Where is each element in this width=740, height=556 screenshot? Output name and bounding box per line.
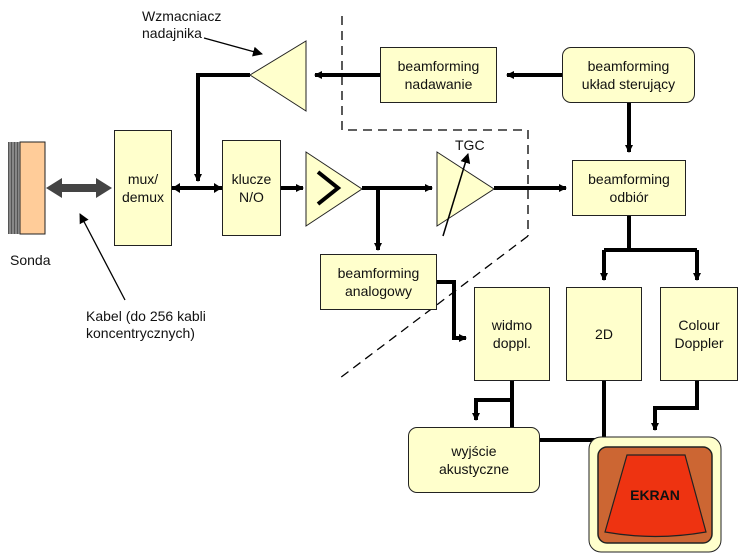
cable-double-arrow xyxy=(46,178,112,198)
audio-output-block: wyjście akustyczne xyxy=(408,427,540,493)
cable-label: Kabel (do 256 kabli koncentrycznych) xyxy=(86,308,206,341)
beamforming-control-block: beamforming układ sterujący xyxy=(562,47,695,103)
screen-display xyxy=(588,436,722,553)
doppler-spectrum-block: widmo doppl. xyxy=(474,287,550,381)
rx-split-lines xyxy=(604,215,697,252)
switches-block: klucze N/O xyxy=(222,140,281,236)
tgc-control-arrow xyxy=(442,153,471,237)
amplifier-label: Wzmacniacz nadajnika xyxy=(142,8,222,41)
probe-body xyxy=(19,141,46,235)
probe xyxy=(8,141,46,235)
dashed-boundary-diagonal xyxy=(339,235,529,379)
colour-to-screen-arrow xyxy=(651,380,699,431)
mode-2d-block: 2D xyxy=(566,287,642,381)
tgc-label: TGC xyxy=(455,137,485,153)
mux-demux-block: mux/ demux xyxy=(114,130,172,246)
amplifier-pointer-arrow xyxy=(203,37,263,57)
colour-doppler-block: Colour Doppler xyxy=(660,287,738,381)
probe-label: Sonda xyxy=(10,252,51,268)
cable-pointer-arrow xyxy=(79,213,126,301)
amp-to-switch-arrow xyxy=(194,73,250,182)
scan-sector xyxy=(604,454,707,538)
beamforming-transmit-block: beamforming nadawanie xyxy=(380,47,497,103)
lna-symbol xyxy=(316,170,342,206)
beamforming-analog-block: beamforming analogowy xyxy=(320,254,437,310)
transmit-amplifier xyxy=(249,40,307,112)
mux-switch-left-head xyxy=(172,183,180,193)
screen-label: EKRAN xyxy=(630,487,680,503)
dashed-boundary-top xyxy=(341,16,529,236)
analog-to-doppler-arrow xyxy=(437,280,467,342)
beamforming-receive-block: beamforming odbiór xyxy=(572,160,686,216)
mux-switch-right-head xyxy=(214,183,222,193)
doppler-to-audio-arrow xyxy=(472,380,514,421)
